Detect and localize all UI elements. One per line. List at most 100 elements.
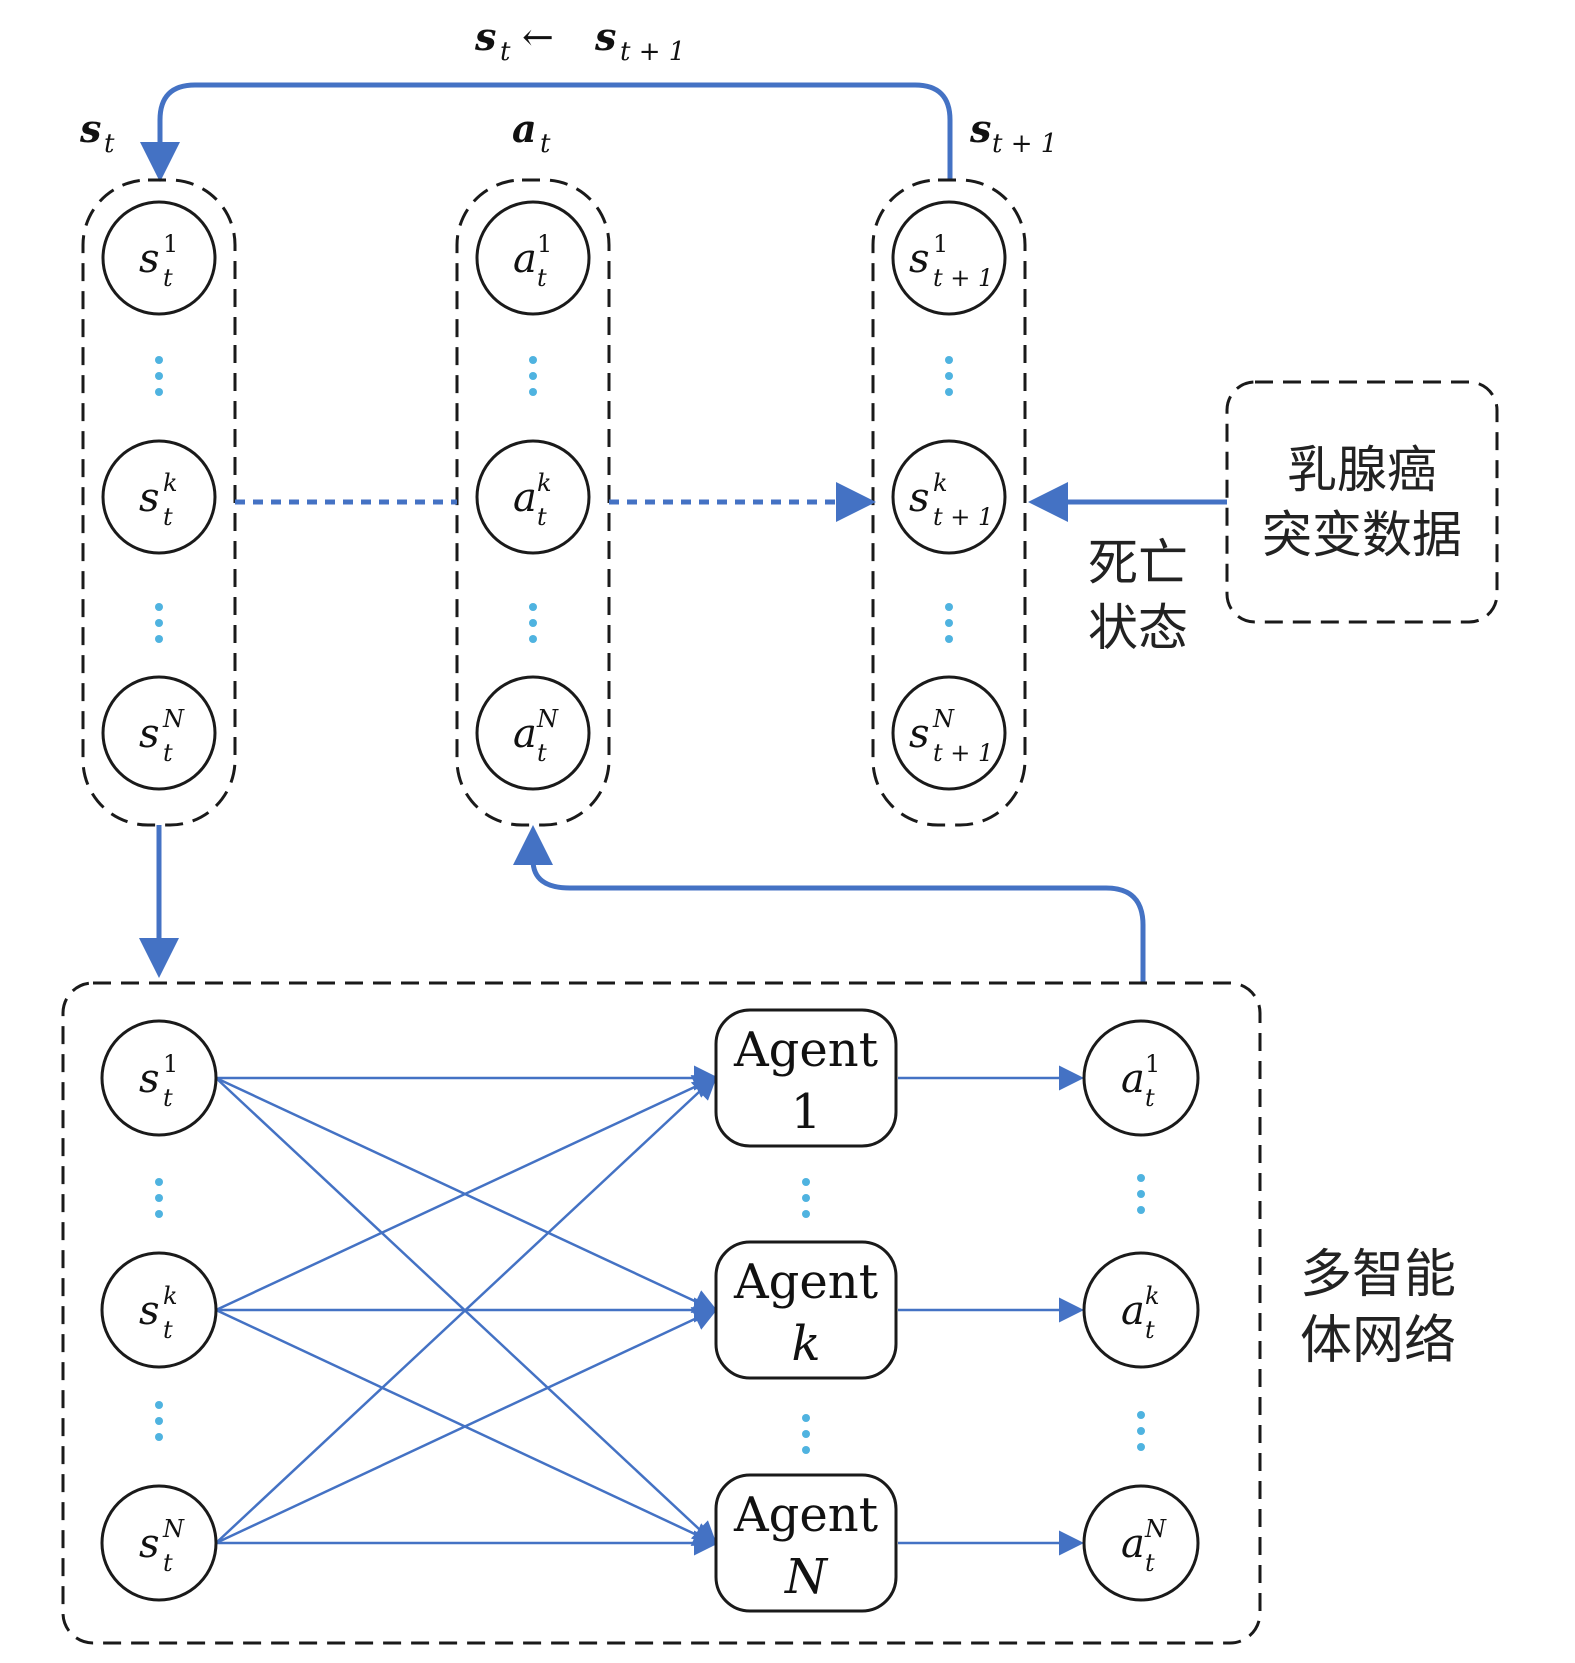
feedback-lhs: s bbox=[474, 14, 496, 59]
network-output-node-1-sub: t bbox=[1145, 1084, 1155, 1112]
state-node-3-circle bbox=[101, 675, 217, 791]
state-node-1-sup: 1 bbox=[163, 230, 178, 258]
network-output-node-3-sup: N bbox=[1144, 1515, 1167, 1543]
feedback-label: s t ← s t + 1 bbox=[474, 14, 685, 67]
input-3-to-agent-2-edge bbox=[215, 1307, 719, 1545]
next-state-node-3-sup: N bbox=[932, 705, 955, 733]
state-node-1-circle bbox=[101, 200, 217, 316]
network-input-node-1-sub: t bbox=[163, 1084, 173, 1112]
agent-2-title: Agent bbox=[733, 1254, 878, 1310]
action-node-3-circle bbox=[475, 675, 591, 791]
next-state-node-1-circle bbox=[891, 200, 1007, 316]
network-input-node-3-base: s bbox=[139, 1521, 160, 1567]
input-ellipsis-upper bbox=[155, 1178, 163, 1218]
mutation-data-line1: 乳腺癌 bbox=[1287, 441, 1437, 499]
next-state-node-3-circle bbox=[891, 675, 1007, 791]
group-label-st: s t bbox=[79, 106, 115, 159]
state-node-1-sub: t bbox=[163, 264, 173, 292]
network-output-node-2-base: a bbox=[1121, 1288, 1145, 1334]
group-st-label-sub: t bbox=[104, 129, 115, 159]
action-node-2-sup: k bbox=[537, 469, 552, 497]
next-state-node-2-base: s bbox=[909, 475, 930, 521]
agent-3-title: Agent bbox=[733, 1487, 878, 1543]
feedback-rhs: s bbox=[594, 14, 616, 59]
group-label-st1: s t + 1 bbox=[969, 106, 1057, 159]
agent-ellipsis-upper bbox=[802, 1178, 810, 1218]
state-node-ellipsis-upper bbox=[155, 356, 163, 396]
feedback-rhs-sub: t + 1 bbox=[620, 37, 685, 67]
network-input-node-3-sub: t bbox=[163, 1549, 173, 1577]
network-output-node-3-sub: t bbox=[1145, 1549, 1155, 1577]
next-state-node-1-sub: t + 1 bbox=[933, 264, 993, 292]
next-state-node-2-circle bbox=[891, 439, 1007, 555]
input-3-to-agent-1-edge bbox=[215, 1074, 718, 1544]
state-node-2-sub: t bbox=[163, 503, 173, 531]
action-node-ellipsis-lower bbox=[529, 603, 537, 643]
next-state-node-2-sup: k bbox=[933, 469, 948, 497]
action-node-2-sub: t bbox=[537, 503, 547, 531]
group-st-label: s bbox=[79, 106, 101, 151]
feedback-lhs-sub: t bbox=[500, 37, 511, 67]
mutation-data-line2: 突变数据 bbox=[1262, 506, 1462, 564]
action-node-3-sup: N bbox=[536, 705, 559, 733]
action-node-1-base: a bbox=[513, 236, 537, 282]
action-node-1-sub: t bbox=[537, 264, 547, 292]
network-output-node-2-sup: k bbox=[1145, 1282, 1160, 1310]
agent-ellipsis-lower bbox=[802, 1414, 810, 1454]
network-label-line2: 体网络 bbox=[1300, 1311, 1456, 1371]
action-node-3-sub: t bbox=[537, 739, 547, 767]
network-output-node-1-sup: 1 bbox=[1145, 1050, 1160, 1078]
next-state-node-ellipsis-upper bbox=[945, 356, 953, 396]
state-node-3-base: s bbox=[139, 711, 160, 757]
agent-3-box bbox=[714, 1473, 898, 1613]
network-input-node-1-sup: 1 bbox=[163, 1050, 178, 1078]
next-state-node-3-sub: t + 1 bbox=[933, 739, 993, 767]
feedback-arrow-symbol: ← bbox=[522, 15, 554, 59]
feedback-arrow bbox=[140, 82, 953, 182]
ellipsis-dots-top bbox=[155, 356, 953, 643]
group-label-at: a t bbox=[512, 106, 551, 159]
next-state-node-1-base: s bbox=[909, 236, 930, 282]
group-at-label: a bbox=[512, 106, 537, 151]
group-st1-label-sub: t + 1 bbox=[992, 129, 1057, 159]
next-state-node-2-sub: t + 1 bbox=[933, 503, 993, 531]
mutation-data-box bbox=[1225, 380, 1499, 624]
state-node-ellipsis-lower bbox=[155, 603, 163, 643]
state-node-2-circle bbox=[101, 439, 217, 555]
network-edges bbox=[215, 1065, 1084, 1556]
input-2-to-agent-1-edge bbox=[215, 1075, 719, 1312]
network-input-node-2-circle bbox=[100, 1251, 218, 1369]
network-output-node-3-circle bbox=[1082, 1484, 1200, 1602]
agent-1-box bbox=[714, 1008, 898, 1148]
group-at-label-sub: t bbox=[540, 129, 551, 159]
network-input-node-2-sub: t bbox=[163, 1316, 173, 1344]
network-input-node-1-base: s bbox=[139, 1056, 160, 1102]
network-output-node-2-circle bbox=[1082, 1251, 1200, 1369]
network-output-node-2-sub: t bbox=[1145, 1316, 1155, 1344]
network-input-node-1-circle bbox=[100, 1019, 218, 1137]
group-st1-label: s bbox=[969, 106, 991, 151]
state-node-2-base: s bbox=[139, 475, 160, 521]
action-node-ellipsis-upper bbox=[529, 356, 537, 396]
action-node-3-base: a bbox=[513, 711, 537, 757]
